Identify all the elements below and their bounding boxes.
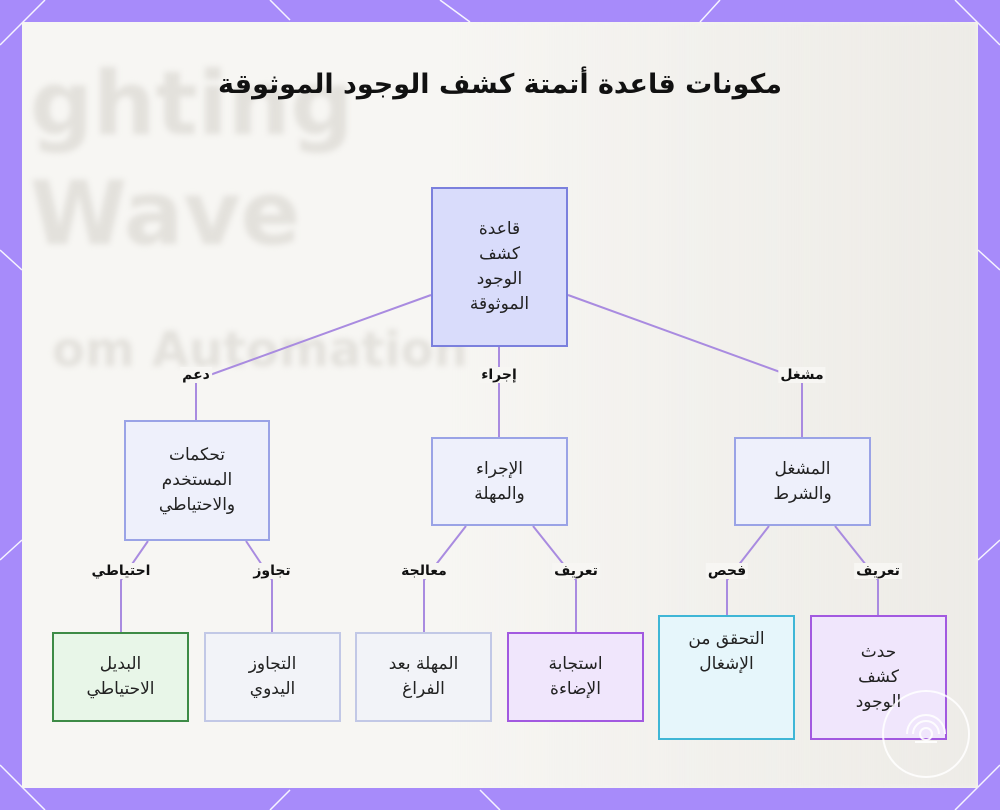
node-trigger-condition: المشغل والشرط [734,437,871,526]
edge-label-event: تعريف [854,563,902,579]
node-lighting-response: استجابة الإضاءة [507,632,644,722]
edge-label-fallback: احتياطي [89,563,153,579]
edge-action-response [532,525,577,632]
edge-label-support: دعم [180,367,212,383]
diagram-title: مكونات قاعدة أتمتة كشف الوجود الموثوقة [218,69,782,100]
edge-label-verify: فحص [705,563,749,579]
edge-action-timeout [423,525,467,632]
edge-label-timeout: معالجة [399,563,449,579]
edge-root-support [195,294,432,420]
node-occupancy-verify: التحقق من الإشغال [658,615,795,740]
edge-support-fallback [120,540,149,632]
watermark-logo [882,690,970,778]
node-action-timeout: الإجراء والمهلة [431,437,568,526]
node-vacancy-timeout: المهلة بعد الفراغ [355,632,492,722]
background-text-3: om Automation [52,322,468,378]
background-text-1: ghting [30,52,354,155]
edge-support-override [245,540,273,632]
background-text-2: Wave [30,162,301,265]
node-root: قاعدة كشف الوجود الموثوقة [431,187,568,347]
edge-label-override: تجاوز [251,563,293,579]
edge-root-trigger [567,294,803,437]
wave-logo-icon [906,714,946,743]
edge-label-response: تعريف [552,563,600,579]
node-user-controls: تحكمات المستخدم والاحتياطي [124,420,270,541]
edge-trigger-event [834,525,879,615]
edge-label-trigger: مشغل [778,367,826,383]
node-manual-override: التجاوز اليدوي [204,632,341,722]
edge-trigger-verify [726,525,770,615]
node-fallback: البديل الاحتياطي [52,632,189,722]
edge-label-action: إجراء [479,367,519,383]
